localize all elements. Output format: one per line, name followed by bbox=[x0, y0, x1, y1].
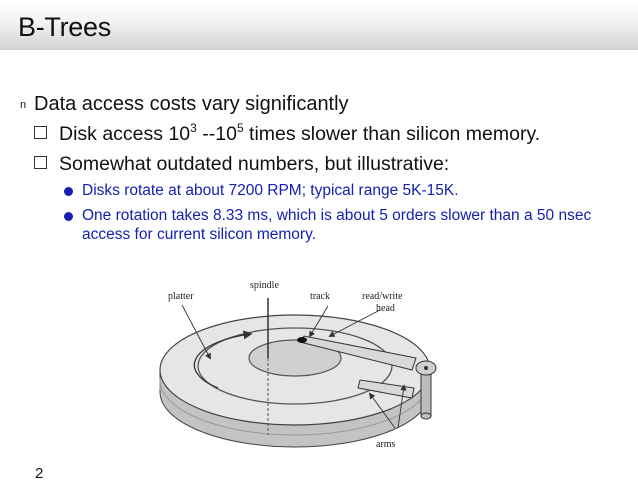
label-arms: arms bbox=[376, 439, 396, 450]
label-head-line2: head bbox=[376, 303, 395, 314]
title-bar: B-Trees bbox=[0, 0, 638, 50]
dot-bullet-icon bbox=[64, 187, 73, 196]
text-mid: --10 bbox=[196, 123, 237, 145]
bullet-text: Data access costs vary significantly bbox=[34, 93, 349, 115]
label-spindle: spindle bbox=[250, 280, 279, 291]
platter-stack bbox=[159, 314, 431, 448]
exponent-1: 3 bbox=[190, 121, 197, 135]
sub-bullet-rotation: One rotation takes 8.33 ms, which is abo… bbox=[64, 206, 624, 244]
sub-bullet-rpm: Disks rotate at about 7200 RPM; typical … bbox=[64, 181, 624, 200]
track-circles bbox=[193, 327, 393, 405]
label-track: track bbox=[310, 291, 330, 302]
disk-diagram: platter spindle track read/write head ar… bbox=[159, 280, 437, 450]
text-post: times slower than silicon memory. bbox=[243, 123, 541, 145]
square-bullet-icon bbox=[34, 126, 47, 139]
bullet-disk-access: Disk access 103 --105 times slower than … bbox=[34, 121, 541, 146]
text-pre: Disk access 10 bbox=[59, 123, 191, 145]
page-number: 2 bbox=[35, 465, 44, 482]
slide-title: B-Trees bbox=[18, 12, 111, 42]
dot-bullet-icon bbox=[64, 212, 73, 221]
label-head-line1: read/write bbox=[362, 291, 403, 302]
exponent-2: 5 bbox=[236, 121, 244, 135]
bullet-marker: n bbox=[20, 99, 27, 111]
bullet-text: Somewhat outdated numbers, but illustrat… bbox=[59, 153, 450, 175]
sub-bullet-text: One rotation takes 8.33 ms, which is abo… bbox=[82, 207, 592, 243]
square-bullet-icon bbox=[34, 156, 47, 169]
read-write-arm bbox=[297, 335, 437, 420]
sub-bullet-text: Disks rotate at about 7200 RPM; typical … bbox=[82, 182, 459, 199]
label-platter: platter bbox=[168, 291, 194, 302]
bullet-outdated-numbers: Somewhat outdated numbers, but illustrat… bbox=[34, 153, 449, 176]
label-arrows bbox=[181, 304, 407, 429]
